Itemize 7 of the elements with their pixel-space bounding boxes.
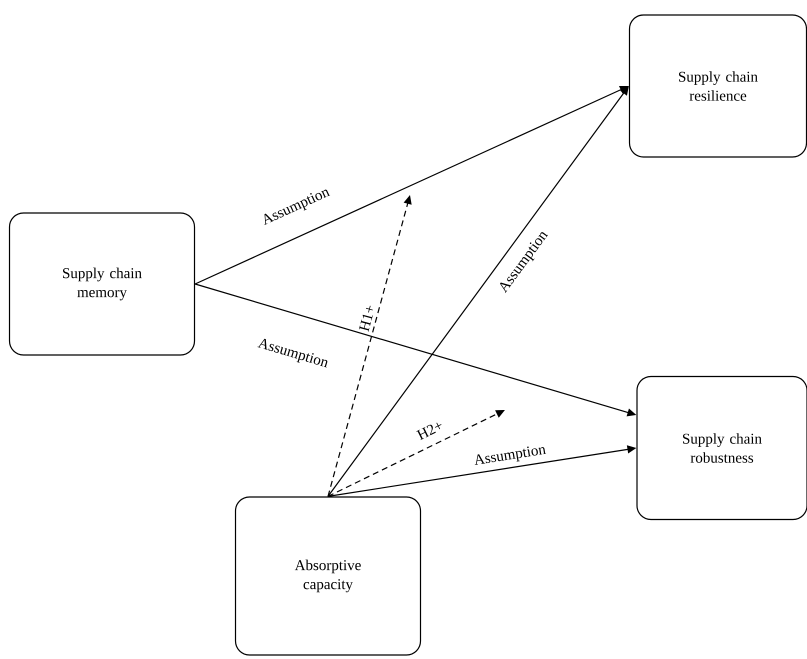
edge-label: Assumption bbox=[472, 442, 548, 470]
edge-label: H2+ bbox=[414, 418, 446, 442]
edge-label: H1+ bbox=[357, 302, 377, 334]
process-box: Absorptive capacity bbox=[234, 496, 422, 656]
process-box: Supply chain robustness bbox=[636, 376, 807, 520]
process-box: Supply chain resilience bbox=[628, 14, 807, 158]
process-box: Supply chain memory bbox=[8, 212, 196, 356]
